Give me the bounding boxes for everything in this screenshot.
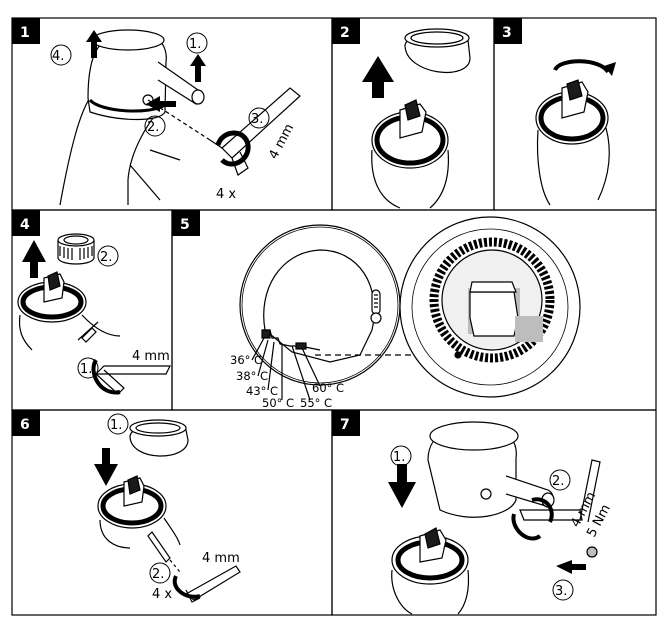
svg-text:7: 7 <box>340 417 350 433</box>
step2-arrow <box>362 56 394 98</box>
label-step7-1: 1. <box>393 450 405 465</box>
svg-text:4: 4 <box>20 217 30 233</box>
label-step7-3: 3. <box>555 584 567 599</box>
step-badge-2: 2 <box>332 18 360 44</box>
label-step7-2: 2. <box>552 474 564 489</box>
label-step1-4: 4. <box>52 49 64 64</box>
step7-arrows <box>388 464 586 574</box>
label-step6-1: 1. <box>110 418 122 433</box>
step6-arrow <box>94 448 118 486</box>
step-badge-7: 7 <box>332 410 360 436</box>
step4-labels: 2. 1. 4 mm <box>77 245 170 379</box>
temp-60: 60° C <box>312 381 344 395</box>
step-badge-1: 1 <box>12 18 40 44</box>
svg-text:5: 5 <box>180 217 190 233</box>
step7-illustration <box>391 421 601 615</box>
step-badge-4: 4 <box>12 210 40 236</box>
svg-text:1: 1 <box>20 25 30 41</box>
tool-size-step4: 4 mm <box>132 349 170 364</box>
tool-size-step1: 4 mm <box>266 122 297 162</box>
label-step6-2: 2. <box>152 567 164 582</box>
temp-55: 55° C <box>300 396 332 410</box>
temp-36: 36° C <box>230 353 262 367</box>
step5-illustration <box>239 216 581 401</box>
step7-labels: 1. 2. 3. 4 mm 5 Nm <box>390 445 614 601</box>
temp-50: 50° C <box>262 396 294 410</box>
step5-temperature-scale: 36° C 38° C 43° C 50° C 55° C 60° C <box>230 353 344 410</box>
screw-count-step6: 4 x <box>152 587 172 602</box>
step6-labels: 1. 2. 4 mm 4 x <box>107 413 240 602</box>
label-step1-2: 2. <box>147 120 159 135</box>
label-step1-1: 1. <box>189 37 201 52</box>
step3-illustration <box>535 59 616 206</box>
step2-illustration <box>371 28 471 209</box>
step1-arrows <box>86 30 206 112</box>
label-step4-2: 2. <box>100 250 112 265</box>
temp-43: 43° C <box>246 384 278 398</box>
step-badge-5: 5 <box>172 210 200 236</box>
step4-illustration <box>17 233 171 395</box>
temp-38: 38° C <box>236 369 268 383</box>
svg-text:2: 2 <box>340 25 350 41</box>
svg-text:6: 6 <box>20 417 30 433</box>
svg-text:3: 3 <box>502 25 512 41</box>
step-badge-6: 6 <box>12 410 40 436</box>
label-step4-1: 1. <box>80 362 92 377</box>
step-badge-3: 3 <box>494 18 522 44</box>
step4-arrow <box>22 240 46 278</box>
label-step1-3: 3. <box>251 112 263 127</box>
step6-illustration <box>97 419 241 603</box>
tool-size-step6: 4 mm <box>202 551 240 566</box>
screw-count-step1: 4 x <box>216 187 236 202</box>
